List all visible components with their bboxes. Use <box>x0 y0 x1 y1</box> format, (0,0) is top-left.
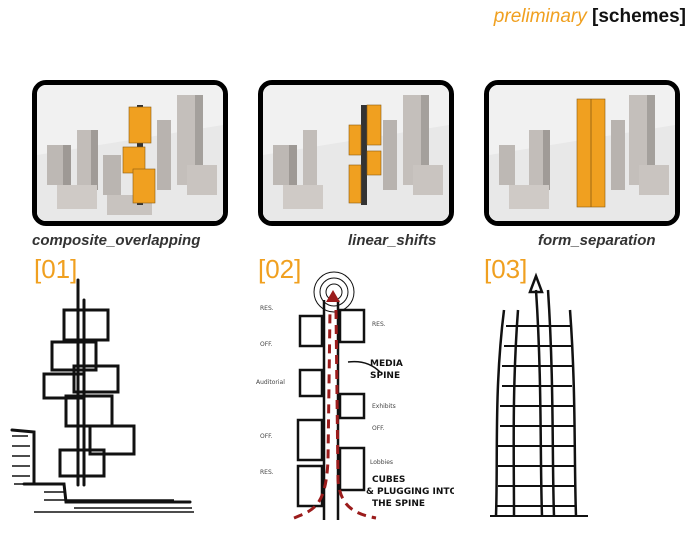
note-left-5: RES. <box>260 469 274 476</box>
render-scheme-2 <box>258 80 454 226</box>
sketch-scheme-2: RES. OFF. Auditorial OFF. RES. RES. Exhi… <box>254 270 454 532</box>
scheme-3-label: form_separation <box>538 232 656 249</box>
note-left-4: OFF. <box>260 433 273 440</box>
sketch-3-drawing <box>490 272 588 517</box>
media-spine-line-2: SPINE <box>370 371 400 381</box>
note-left-1: RES. <box>260 305 274 312</box>
cubes-note-line-3: THE SPINE <box>372 499 425 509</box>
sketch-2-drawing: RES. OFF. Auditorial OFF. RES. RES. Exhi… <box>256 271 454 520</box>
note-right-3: OFF. <box>372 425 385 432</box>
note-left-3: Auditorial <box>256 379 285 386</box>
render-scheme-1 <box>32 80 228 226</box>
sketch-1-drawing <box>10 278 194 513</box>
scheme-3-number: [03] <box>484 254 528 284</box>
note-right-1: RES. <box>372 321 386 328</box>
scheme-1-label: composite_overlapping <box>32 232 201 249</box>
note-right-4: Lobbies <box>370 459 393 466</box>
render-3-image <box>489 85 675 221</box>
scheme-2-label: linear_shifts <box>348 232 437 249</box>
title-schemes: [schemes] <box>592 6 686 27</box>
sketch-scheme-3 <box>484 270 604 532</box>
cubes-note-line-1: CUBES <box>372 475 405 485</box>
scheme-2-number: [02] <box>258 254 302 284</box>
render-2-image <box>263 85 449 221</box>
render-1-image <box>37 85 223 221</box>
cubes-note-line-2: & PLUGGING INTO <box>366 487 454 497</box>
scheme-1-number: [01] <box>34 254 78 284</box>
render-scheme-3 <box>484 80 680 226</box>
title-preliminary: preliminary <box>493 6 587 27</box>
note-left-2: OFF. <box>260 341 273 348</box>
sketch-scheme-1 <box>4 270 204 532</box>
page-title: preliminary [schemes] <box>494 6 686 28</box>
note-right-2: Exhibits <box>372 403 396 410</box>
media-spine-line-1: MEDIA <box>370 359 403 369</box>
